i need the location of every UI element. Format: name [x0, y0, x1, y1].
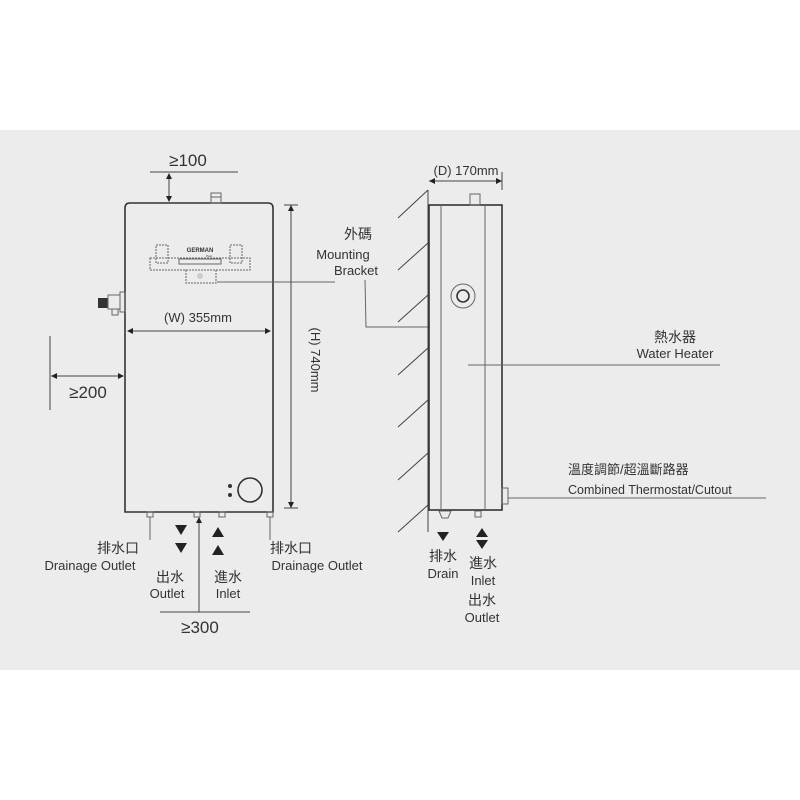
heater-zh: 熱水器 [654, 329, 696, 345]
inlet-outlet-arrow-icon [476, 528, 488, 549]
mounting-bracket-en-1: Mounting [316, 247, 369, 262]
brand-logo: GERMAN [187, 248, 214, 254]
side-view: (D) 170mm 熱水器 Water Heater 溫度調節/超溫斷路器 Co… [397, 163, 766, 625]
inlet-zh: 進水 [214, 569, 242, 585]
bracket-side-leader [364, 279, 430, 328]
mounting-bracket-en-2: Bracket [334, 263, 378, 278]
outlet-en: Outlet [150, 586, 185, 601]
drain-fitting-icon [438, 510, 452, 519]
mounting-bracket-icon: GERMAN Pool [149, 244, 251, 284]
heater-side-body [428, 204, 503, 511]
thermostat-knob-icon [501, 487, 509, 505]
wall-hatch [397, 189, 429, 533]
side-clearance-label: ≥200 [69, 383, 107, 402]
outlet-fitting-icon [193, 511, 201, 518]
outlet-zh: 出水 [468, 592, 496, 608]
thermostat-en: Combined Thermostat/Cutout [568, 483, 732, 497]
top-fitting-icon [469, 193, 481, 206]
inlet-arrow-icon [212, 527, 224, 555]
inlet-outlet-fitting-icon [474, 510, 482, 518]
drain-zh: 排水 [429, 548, 457, 564]
height-label: (H) 740mm [308, 327, 323, 392]
outlet-arrow-icon [175, 525, 187, 553]
sight-glass-icon [450, 283, 476, 309]
thermostat-knob-icon [237, 477, 263, 503]
brand-logo-sub: Pool [206, 254, 212, 258]
side-valve-icon [98, 291, 126, 316]
depth-label: (D) 170mm [433, 163, 498, 178]
drain-left-zh: 排水口 [97, 540, 139, 556]
indicator-light-icon [228, 493, 232, 497]
drain-arrow-icon [437, 532, 449, 541]
top-clearance-label: ≥100 [169, 151, 207, 170]
mounting-bracket-zh: 外碼 [344, 226, 372, 242]
outlet-zh: 出水 [156, 569, 184, 585]
indicator-light-icon [228, 484, 232, 488]
outlet-en: Outlet [465, 610, 500, 625]
heater-en: Water Heater [637, 346, 714, 361]
front-view: GERMAN Pool ≥100 (H) 740mm (W) 355mm ≥ [44, 151, 430, 637]
drain-right-en: Drainage Outlet [271, 558, 362, 573]
inlet-zh: 進水 [469, 555, 497, 571]
thermostat-zh: 溫度調節/超溫斷路器 [568, 462, 689, 477]
inlet-en: Inlet [471, 573, 496, 588]
drain-en: Drain [427, 566, 458, 581]
bottom-clearance-label: ≥300 [181, 618, 219, 637]
top-fitting-icon [210, 192, 222, 204]
diagram-background [0, 130, 800, 670]
inlet-en: Inlet [216, 586, 241, 601]
inlet-fitting-icon [218, 511, 226, 518]
width-label: (W) 355mm [164, 310, 232, 325]
drain-left-en: Drainage Outlet [44, 558, 135, 573]
drain-right-zh: 排水口 [270, 540, 312, 556]
